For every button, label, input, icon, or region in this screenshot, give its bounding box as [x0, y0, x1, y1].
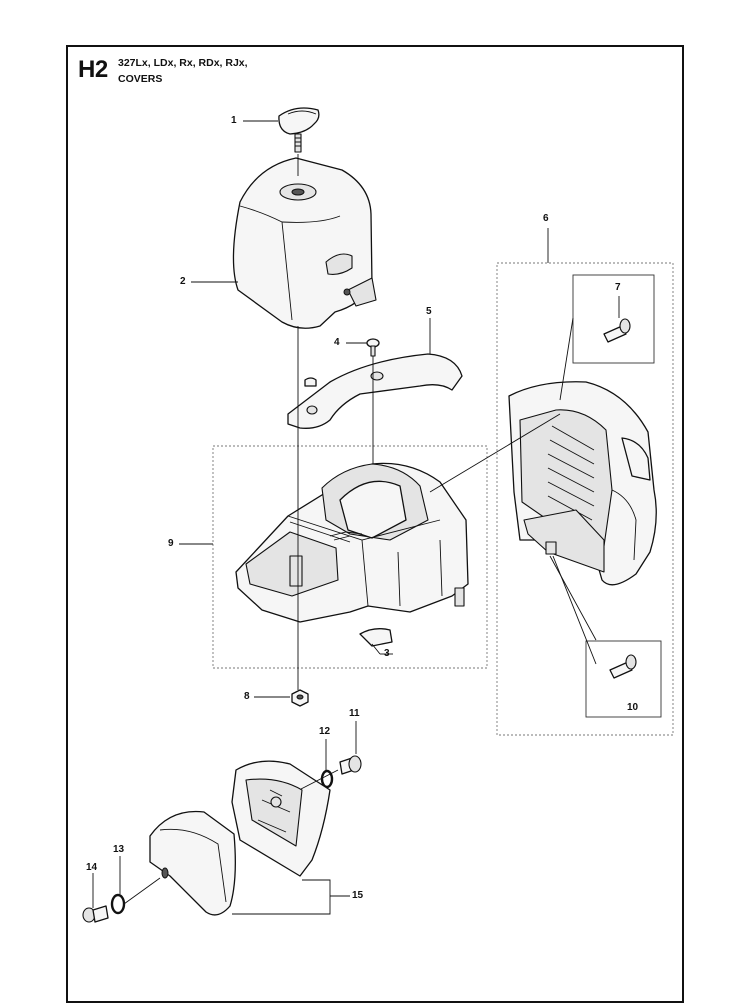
part-2-top-cover — [232, 157, 377, 329]
diagram-frame — [66, 45, 684, 1003]
part-10-screw — [609, 654, 637, 679]
callout-11: 11 — [349, 708, 360, 719]
callout-3: 3 — [384, 648, 390, 659]
inset-box-7 — [572, 274, 655, 364]
part-9-housing — [235, 462, 469, 647]
section-code: H2 — [78, 56, 108, 83]
callout-1: 1 — [231, 115, 237, 126]
part-4-screw — [366, 338, 380, 357]
callout-2: 2 — [180, 276, 186, 287]
part-7-screw — [603, 318, 631, 343]
callout-14: 14 — [86, 862, 98, 873]
section-title: COVERS — [118, 73, 163, 85]
part-5-bracket — [287, 353, 463, 429]
leader-lines — [92, 120, 620, 915]
callout-4: 4 — [334, 337, 340, 348]
callout-13: 13 — [113, 844, 125, 855]
callout-9: 9 — [168, 538, 174, 549]
callout-6: 6 — [543, 213, 549, 224]
part-11-screw — [339, 755, 362, 775]
model-list: 327Lx, LDx, Rx, RDx, RJx, — [118, 57, 248, 69]
part-8-nut — [291, 689, 309, 707]
part-12-ring — [320, 769, 334, 789]
part-14-screw — [82, 905, 109, 923]
callout-10: 10 — [627, 702, 639, 713]
callout-7: 7 — [615, 282, 621, 293]
callout-5: 5 — [426, 306, 432, 317]
callout-8: 8 — [244, 691, 250, 702]
assembly-box-6 — [496, 262, 674, 736]
callout-15: 15 — [352, 890, 364, 901]
part-15-cover-assembly — [149, 760, 331, 916]
part-6-side-cover — [508, 381, 657, 586]
callout-12: 12 — [319, 726, 331, 737]
part-1-knob — [278, 107, 320, 153]
inset-box-10 — [585, 640, 662, 718]
part-13-ring — [110, 893, 126, 915]
assembly-box-9 — [212, 445, 488, 669]
